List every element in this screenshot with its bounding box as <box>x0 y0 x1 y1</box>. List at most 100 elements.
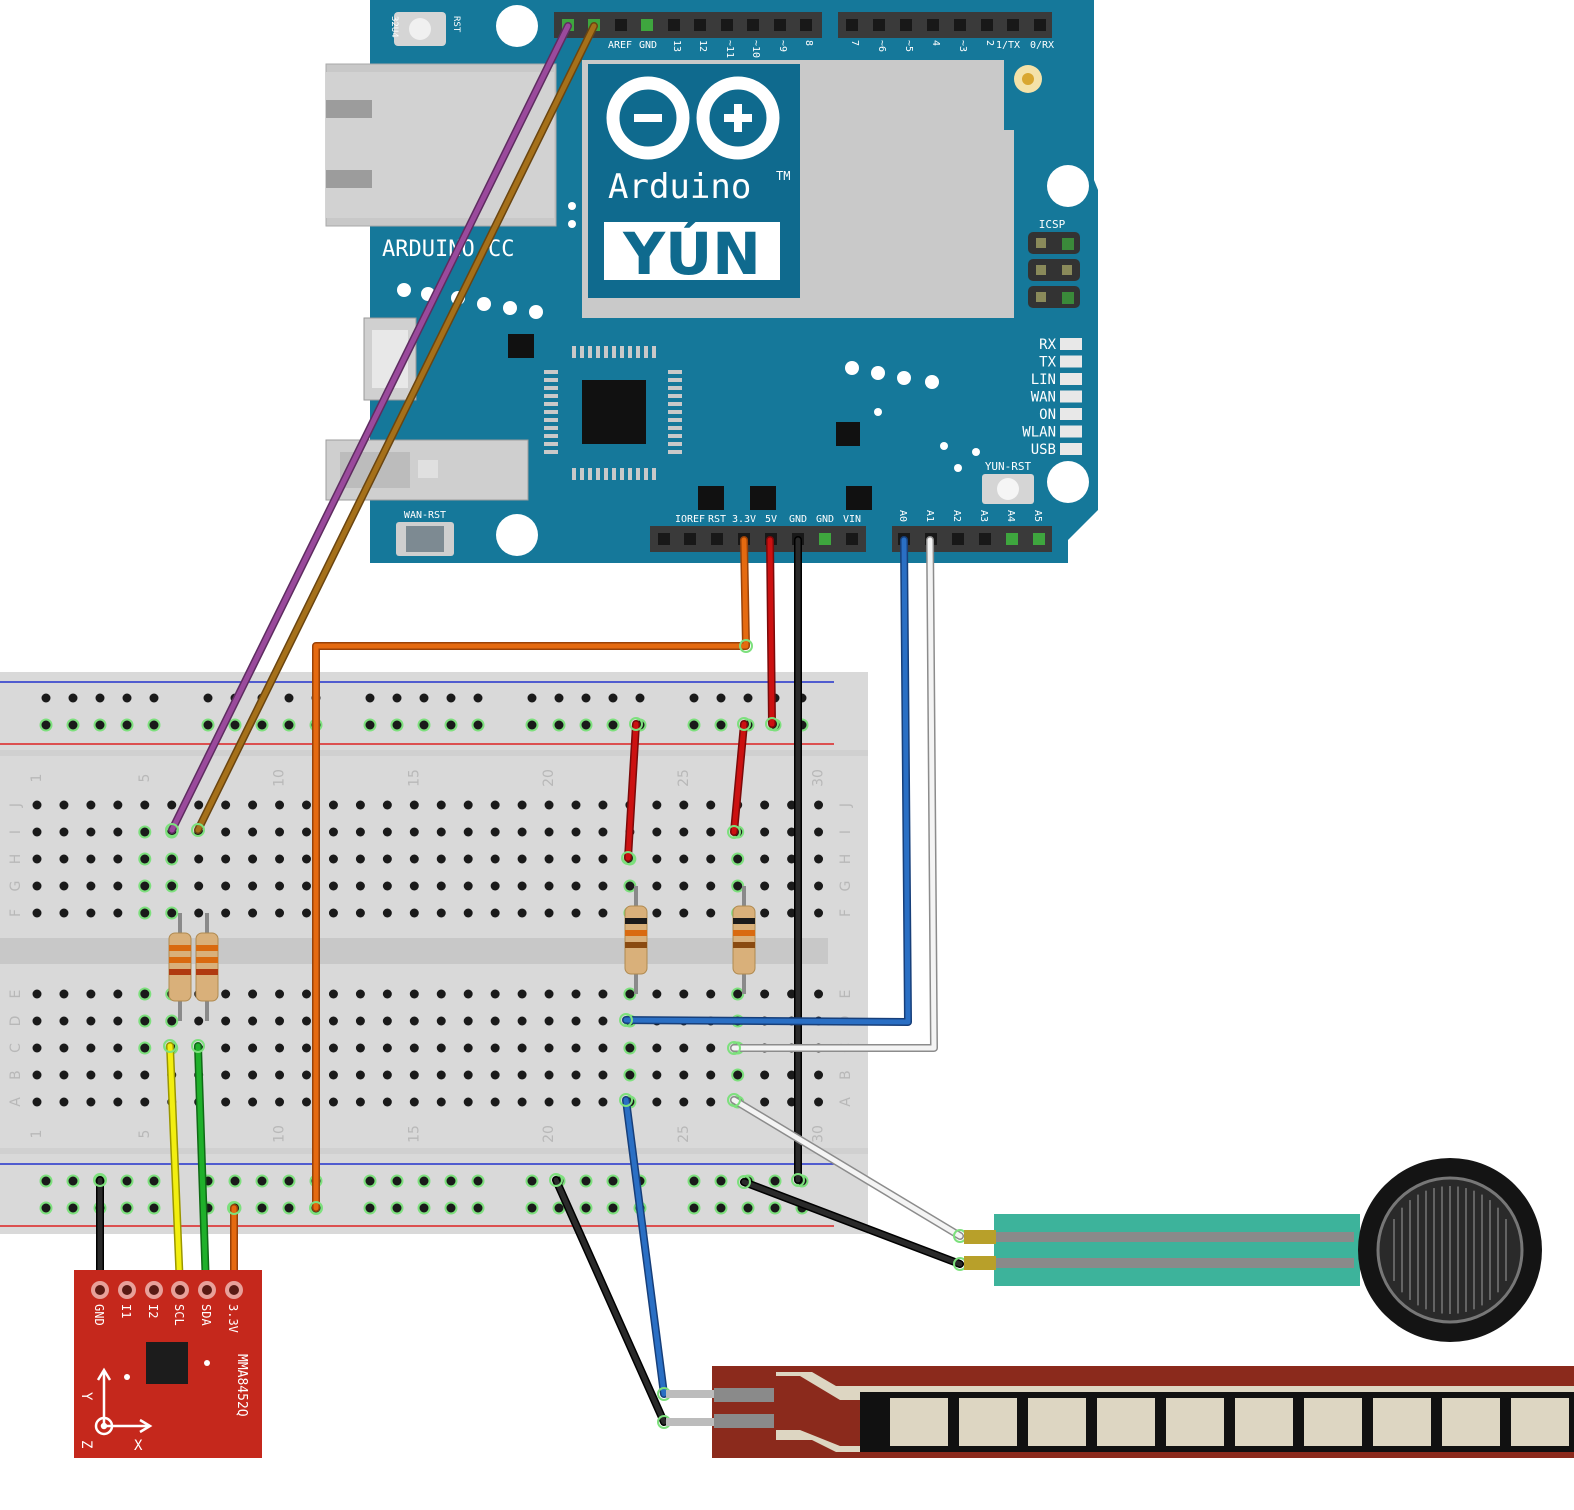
column-label: 15 <box>406 769 422 787</box>
digital-pin-label: 4 <box>930 40 941 46</box>
arduino-yun-board: Arduino TM YÚN ARDUINO.CC 32U4 RST WAN-R… <box>325 0 1098 563</box>
small-chip <box>750 486 776 510</box>
model-label: YÚN <box>622 219 761 288</box>
digital-pin-label: 12 <box>697 40 708 52</box>
led-label-lin: LIN <box>1031 372 1056 388</box>
power-pin-label: VIN <box>843 514 861 525</box>
led-label-wan: WAN <box>1031 390 1056 406</box>
row-label: C <box>8 1043 24 1053</box>
row-label: F <box>838 909 854 917</box>
flex-segment <box>1304 1398 1362 1446</box>
flex-segment <box>1511 1398 1569 1446</box>
flex-segment <box>1373 1398 1431 1446</box>
digital-pin-label: ~9 <box>777 40 788 52</box>
row-label: E <box>8 990 24 999</box>
digital-pin-label: 8 <box>803 40 814 46</box>
wire-black-flex-gnd <box>552 1176 668 1426</box>
digital-pin-label: ~10 <box>750 40 761 58</box>
digital-pin-label: 13 <box>671 40 682 52</box>
led-label-tx: TX <box>1039 355 1056 371</box>
flex-segment <box>1166 1398 1224 1446</box>
flex-segment <box>1235 1398 1293 1446</box>
led-wlan <box>1060 425 1082 438</box>
digital-pin-label: 2 <box>984 40 995 46</box>
mounting-hole <box>1047 165 1089 207</box>
digital-pin-label: ~6 <box>876 40 887 52</box>
mounting-hole <box>496 5 538 47</box>
wire-blue-flex <box>622 1096 668 1398</box>
small-chip <box>698 486 724 510</box>
label-yun-rst: YUN-RST <box>985 460 1032 473</box>
accel-pin-label: SDA <box>199 1304 213 1326</box>
row-label: B <box>838 1070 854 1080</box>
accel-pin-label: GND <box>92 1304 106 1326</box>
reset-button-32u4[interactable] <box>394 12 446 46</box>
digital-pin-label: 0/RX <box>1030 40 1054 51</box>
microcontroller-chip <box>544 346 682 480</box>
column-label: 1 <box>29 1130 45 1139</box>
power-pin-label: RST <box>708 514 726 525</box>
small-chip <box>508 334 534 358</box>
wan-reset-button[interactable] <box>396 522 454 556</box>
row-label: H <box>8 854 24 865</box>
led-label-wlan: WLAN <box>1022 425 1056 441</box>
row-label: E <box>838 990 854 999</box>
digital-pin-label: 7 <box>849 40 860 46</box>
flex-segment <box>1442 1398 1500 1446</box>
led-rx <box>1060 338 1082 350</box>
power-pin-label: GND <box>789 514 807 525</box>
label-wan-rst: WAN-RST <box>404 510 446 521</box>
icsp-header <box>1028 232 1080 308</box>
led-label-on: ON <box>1039 407 1056 423</box>
row-label: I <box>838 830 854 834</box>
label-rst: RST <box>451 16 461 33</box>
wire-endpoints <box>93 639 967 1429</box>
analog-pin-label: A1 <box>924 510 935 522</box>
resistor <box>168 913 192 1021</box>
resistor <box>732 886 756 994</box>
column-label: 25 <box>676 769 692 787</box>
wire-blue-a0 <box>622 536 912 1026</box>
accel-pin-label: 3.3V <box>226 1304 240 1333</box>
analog-pin-label: A0 <box>897 510 908 522</box>
row-label: D <box>8 1016 24 1027</box>
column-label: 30 <box>811 1125 827 1143</box>
axis-label-x: X <box>134 1438 143 1454</box>
digital-pin-label: ~11 <box>724 40 735 58</box>
column-label: 5 <box>137 1130 153 1139</box>
analog-pin-label: A3 <box>978 510 989 522</box>
led-lin <box>1060 373 1082 385</box>
wires <box>96 22 964 1426</box>
resistor <box>624 886 648 994</box>
digital-pin-label: ~5 <box>903 40 914 52</box>
analog-pin-label: A5 <box>1032 510 1043 522</box>
small-chip <box>836 422 860 446</box>
flex-segment <box>1028 1398 1086 1446</box>
wire-brown <box>194 22 598 834</box>
wire-yellow-scl <box>166 1042 184 1292</box>
analog-header: A0 A1 A2 A3 A4 A5 <box>892 510 1052 552</box>
row-label: H <box>838 854 854 865</box>
mounting-hole <box>1047 461 1089 503</box>
analog-pin-label: A2 <box>951 510 962 522</box>
wire-red-jumper <box>624 720 748 862</box>
ethernet-jack <box>325 63 557 227</box>
power-pin-label: 3.3V <box>732 514 756 525</box>
axis-label-z: Z <box>78 1440 94 1448</box>
digital-pin-label: ~3 <box>957 40 968 52</box>
digital-pin-label: AREF <box>608 40 632 51</box>
wire-purple <box>168 22 572 834</box>
label-icsp: ICSP <box>1039 218 1066 231</box>
led-label-usb: USB <box>1031 442 1056 458</box>
force-sensor <box>964 1158 1542 1342</box>
row-label: G <box>8 881 24 892</box>
flex-segment <box>959 1398 1017 1446</box>
digital-pin-label: 1/TX <box>996 40 1020 51</box>
yun-reset-button[interactable] <box>982 474 1034 504</box>
row-label: J <box>8 803 24 808</box>
led-on <box>1060 408 1082 420</box>
column-label: 5 <box>137 774 153 783</box>
flex-sensor <box>666 1366 1574 1458</box>
analog-pin-label: A4 <box>1005 510 1016 522</box>
